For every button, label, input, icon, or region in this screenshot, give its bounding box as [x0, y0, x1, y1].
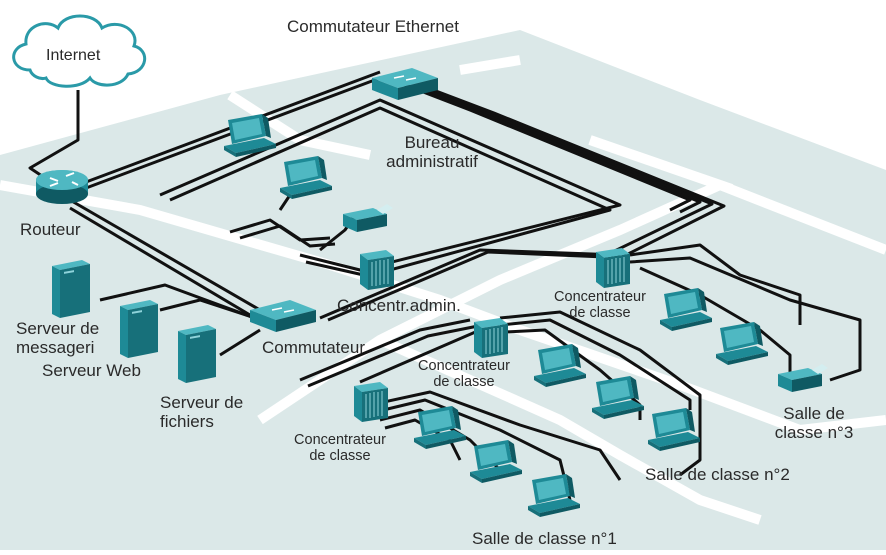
mail-server-icon — [52, 260, 90, 318]
classroom3-hub-icon — [595, 247, 631, 289]
classroom3-hub-label-line1: Concentrateur — [554, 289, 646, 305]
file-server-label-line2: fichiers — [160, 411, 214, 431]
internet-cloud — [12, 14, 146, 88]
mail-server-label-line2: messageri — [16, 337, 95, 357]
file-server-label-line1: Serveur de — [160, 393, 244, 412]
admin-office-label-line1: Bureau — [404, 133, 460, 152]
classroom2-hub-label: Concentrateur de classe — [402, 358, 526, 391]
classroom3-label-line2: classe n°3 — [774, 422, 854, 442]
mail-server-label-line1: Serveur de — [16, 319, 100, 338]
classroom1-hub-label: Concentrateur de classe — [278, 432, 402, 465]
ethernet-switch-label: Commutateur Ethernet — [287, 17, 459, 36]
classroom1-hub-icon — [353, 381, 389, 423]
classroom3-hub-label-line2: de classe — [569, 304, 631, 321]
file-server-label: Serveur de fichiers — [160, 393, 244, 431]
file-server-icon — [178, 325, 216, 383]
classroom2-hub-label-line2: de classe — [433, 373, 495, 390]
classroom1-label: Salle de classe n°1 — [472, 529, 617, 548]
classroom2-label: Salle de classe n°2 — [645, 465, 790, 484]
classroom2-hub-label-line1: Concentrateur — [418, 358, 510, 374]
admin-hub-label: Concentr.admin. — [337, 296, 461, 315]
classroom2-hub-icon — [473, 317, 509, 359]
classroom1-hub-label-line2: de classe — [309, 447, 371, 464]
cables — [28, 70, 862, 501]
classroom3-hub-label: Concentrateur de classe — [538, 289, 662, 322]
admin-office-label-line2: administratif — [386, 151, 478, 171]
admin-office-label: Bureau administratif — [372, 133, 492, 171]
web-server-label: Serveur Web — [42, 361, 141, 380]
internet-label: Internet — [46, 47, 101, 64]
router-label: Routeur — [20, 220, 81, 239]
classroom1-hub-label-line1: Concentrateur — [294, 432, 386, 448]
switch-label: Commutateur — [262, 338, 365, 357]
router-icon — [36, 170, 88, 204]
web-server-icon — [120, 300, 158, 358]
admin-hub-icon — [359, 249, 395, 291]
mail-server-label: Serveur de messageri — [16, 319, 100, 357]
classroom3-label-line1: Salle de — [783, 404, 845, 423]
classroom3-label: Salle de classe n°3 — [762, 404, 866, 442]
